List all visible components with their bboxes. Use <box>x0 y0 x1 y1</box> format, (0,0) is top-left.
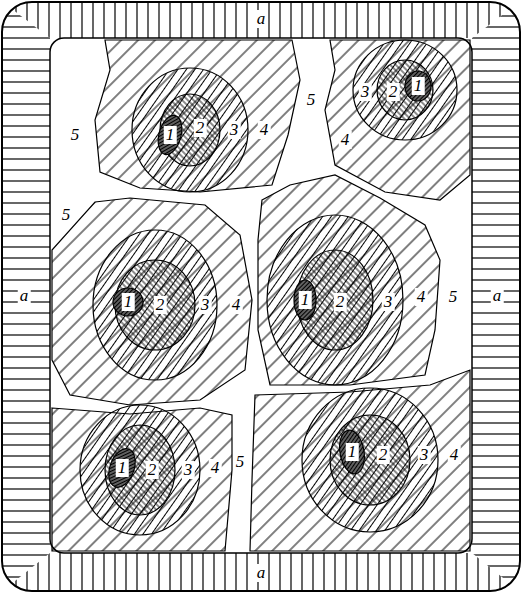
zone-3-rings <box>80 40 457 535</box>
zone-2-rings <box>105 60 433 515</box>
callout-number: 2 <box>154 296 167 314</box>
callout-number: 5 <box>69 126 82 144</box>
callout-number: 2 <box>334 293 347 311</box>
callout-number: 3 <box>382 293 395 311</box>
callout-number: 3 <box>182 461 195 479</box>
callout-number: 2 <box>146 461 159 479</box>
callout-number: 5 <box>60 206 73 224</box>
callout-number: 4 <box>415 288 428 306</box>
callout-number: 4 <box>339 131 352 149</box>
callout-number: 2 <box>377 446 390 464</box>
callout-number: 5 <box>305 91 318 109</box>
callout-number: 1 <box>122 293 135 311</box>
callout-number: 4 <box>230 296 243 314</box>
callout-number: a <box>255 564 268 582</box>
callout-number: 3 <box>418 446 431 464</box>
callout-number: 3 <box>359 83 372 101</box>
callout-number: 2 <box>387 83 400 101</box>
callout-number: 5 <box>234 453 247 471</box>
zone-4-regions <box>52 40 470 551</box>
callout-number: 1 <box>116 459 129 477</box>
callout-number: 3 <box>228 121 241 139</box>
callout-number: a <box>18 287 31 305</box>
callout-number: 1 <box>164 126 177 144</box>
callout-number: 1 <box>299 291 312 309</box>
callout-number: 5 <box>447 288 460 306</box>
callout-number: 1 <box>346 443 359 461</box>
callout-number: 4 <box>209 459 222 477</box>
callout-number: 4 <box>448 446 461 464</box>
callout-number: a <box>255 10 268 28</box>
callout-number: 1 <box>412 77 425 95</box>
callout-number: 4 <box>258 121 271 139</box>
callout-number: a <box>491 287 504 305</box>
callout-number: 2 <box>194 119 207 137</box>
callout-number: 3 <box>199 296 212 314</box>
zone-1-cores <box>104 71 431 491</box>
